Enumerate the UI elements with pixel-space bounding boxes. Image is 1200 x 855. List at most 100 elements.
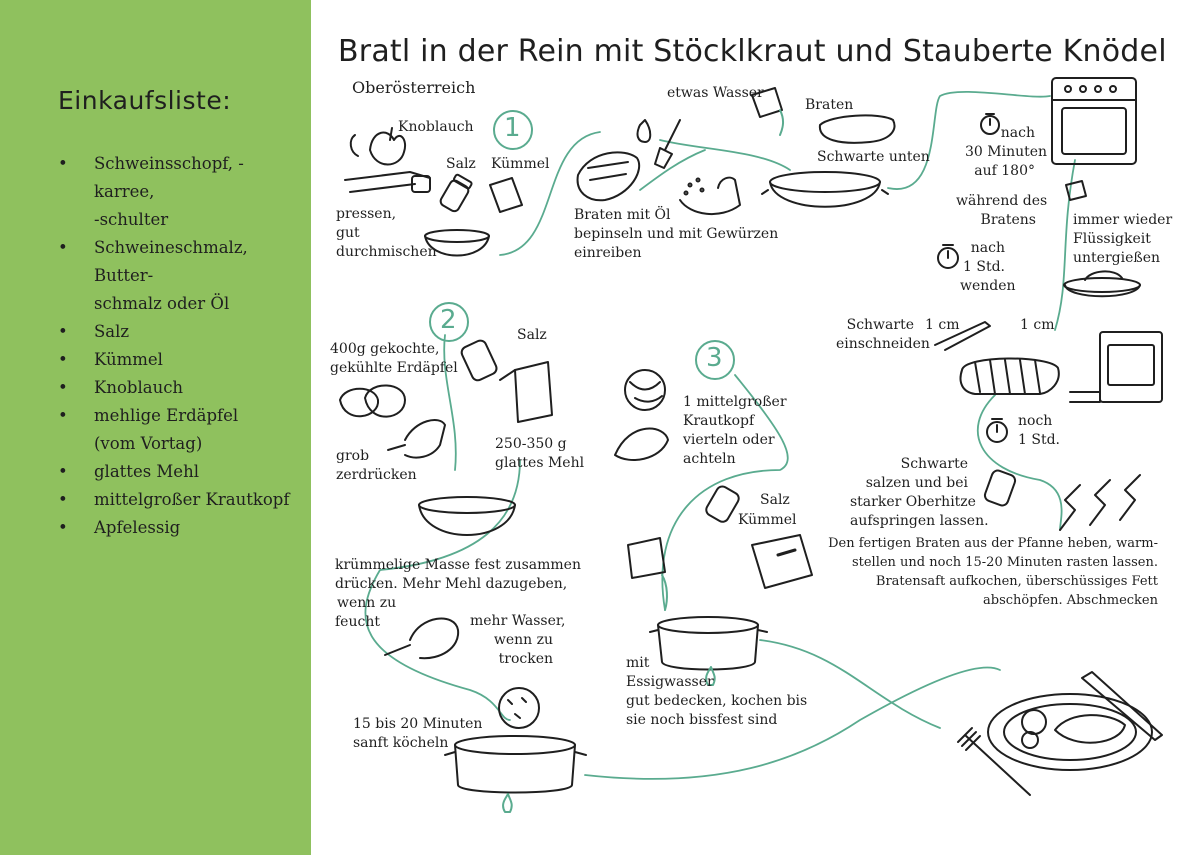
pork-roast-icon bbox=[576, 151, 641, 202]
bowl-icon bbox=[418, 496, 516, 536]
pork-roast-icon bbox=[818, 114, 896, 144]
list-item: mittelgroßer Krautkopf bbox=[58, 486, 298, 514]
oven-icon bbox=[1051, 77, 1137, 165]
water-jug-icon bbox=[751, 87, 784, 136]
salt-shaker-icon bbox=[460, 339, 498, 382]
table-knife-icon bbox=[1081, 671, 1163, 741]
step-3-number: 3 bbox=[706, 343, 723, 373]
label-1cm: 1 cm bbox=[1020, 317, 1055, 333]
label-knoblauch: Knoblauch bbox=[398, 119, 474, 135]
list-item: Apfelessig bbox=[58, 514, 298, 542]
shopping-list-title: Einkaufsliste: bbox=[58, 86, 232, 115]
caraway-packet-icon bbox=[751, 534, 813, 589]
pot-icon bbox=[444, 735, 587, 794]
stopwatch-icon bbox=[937, 244, 959, 269]
shopping-list: Schweinsschopf, -karree,-schulter Schwei… bbox=[58, 150, 298, 542]
bowl-icon bbox=[424, 229, 490, 257]
water-jug-icon bbox=[1065, 180, 1087, 201]
flow-line bbox=[759, 639, 941, 729]
knife-icon bbox=[934, 321, 991, 351]
label-nach-1-std: nach 1 Std. wenden bbox=[960, 240, 1016, 294]
list-item: Schweineschmalz, Butter-schmalz oder Öl bbox=[58, 234, 298, 318]
label-essig: mit Essigwasser gut bedecken, kochen bis… bbox=[626, 655, 808, 728]
potato-icon bbox=[339, 384, 406, 418]
flour-bag-icon bbox=[499, 361, 553, 423]
oven-icon bbox=[1069, 331, 1163, 403]
heat-waves-icon bbox=[1059, 474, 1141, 531]
flow-line bbox=[659, 139, 791, 171]
spice-hand-icon bbox=[679, 176, 741, 216]
list-item: mehlige Erdäpfel(vom Vortag) bbox=[58, 402, 298, 458]
shopping-list-panel: Einkaufsliste: Schweinsschopf, -karree,-… bbox=[0, 0, 311, 855]
label-nach-30: nach 30 Minuten auf 180° bbox=[965, 125, 1048, 179]
label-1cm: 1 cm bbox=[925, 317, 960, 333]
flow-line bbox=[584, 666, 1001, 780]
label-schwarte-salzen: Schwarte salzen und bei starker Oberhitz… bbox=[850, 456, 989, 529]
dumpling-icon bbox=[498, 687, 540, 729]
plate-icon bbox=[987, 693, 1153, 771]
list-item: Salz bbox=[58, 318, 298, 346]
salt-shaker-icon bbox=[439, 173, 473, 213]
roasting-pan-icon bbox=[1063, 270, 1141, 298]
flow-line bbox=[443, 334, 457, 471]
list-item: Knoblauch bbox=[58, 374, 298, 402]
label-braten: Braten bbox=[805, 97, 854, 113]
step-1-circle bbox=[493, 110, 533, 150]
label-noch-1-std: noch 1 Std. bbox=[1018, 413, 1060, 448]
label-final: Den fertigen Braten aus der Pfanne heben… bbox=[828, 536, 1158, 608]
label-wasser: mehr Wasser, wenn zu trocken bbox=[470, 613, 566, 667]
label-mehl: 250-350 g glattes Mehl bbox=[495, 436, 585, 471]
flow-lines bbox=[364, 90, 1076, 780]
label-schwarte-unten: Schwarte unten bbox=[817, 149, 930, 165]
step-3-circle bbox=[695, 340, 735, 380]
brush-icon bbox=[654, 119, 681, 169]
label-masse: krümmelige Masse fest zusammen drücken. … bbox=[335, 557, 581, 630]
label-koecheln: 15 bis 20 Minuten sanft köcheln bbox=[353, 716, 483, 751]
flow-line bbox=[887, 90, 1051, 190]
flow-line bbox=[639, 149, 706, 191]
garlic-icon bbox=[349, 127, 406, 166]
label-salz: Salz bbox=[760, 492, 790, 508]
fork-icon bbox=[957, 727, 1031, 796]
flow-line bbox=[499, 131, 601, 256]
label-schwarte-einschneiden: Schwarte einschneiden bbox=[836, 317, 930, 352]
label-etwas-wasser: etwas Wasser bbox=[667, 85, 764, 101]
list-item: Schweinsschopf, -karree,-schulter bbox=[58, 150, 298, 234]
garlic-press-icon bbox=[344, 171, 431, 193]
caraway-packet-icon bbox=[489, 177, 523, 213]
vinegar-jug-icon bbox=[627, 537, 668, 611]
oil-bottle-icon bbox=[636, 119, 652, 143]
pork-roast-icon bbox=[959, 357, 1060, 395]
hands-kneading-icon bbox=[384, 617, 460, 660]
roasting-pan-icon bbox=[761, 171, 889, 208]
list-item: Kümmel bbox=[58, 346, 298, 374]
label-krautkopf: 1 mittelgroßer Krautkopf vierteln oder a… bbox=[683, 394, 787, 467]
flow-line bbox=[976, 394, 1063, 531]
step-2-circle bbox=[429, 302, 469, 342]
salt-shaker-icon bbox=[705, 485, 740, 523]
label-pressen: pressen, gut durchmischen bbox=[336, 206, 437, 260]
page-title: Bratl in der Rein mit Stöcklkraut und St… bbox=[338, 34, 1167, 69]
cabbage-icon bbox=[614, 369, 669, 461]
flame-icon bbox=[705, 666, 716, 686]
label-grob: grob zerdrücken bbox=[336, 448, 417, 483]
flow-line bbox=[364, 459, 521, 721]
step-1-number: 1 bbox=[504, 113, 521, 143]
flow-line bbox=[661, 374, 789, 611]
label-kuemmel: Kümmel bbox=[491, 156, 550, 172]
flow-line bbox=[1054, 159, 1076, 331]
label-salz: Salz bbox=[446, 156, 476, 172]
flame-icon bbox=[502, 793, 513, 813]
region-label: Oberösterreich bbox=[352, 78, 476, 97]
stopwatch-icon bbox=[986, 418, 1008, 443]
stopwatch-icon bbox=[980, 113, 1000, 135]
label-salz: Salz bbox=[517, 327, 547, 343]
label-waehrend: während des Bratens bbox=[956, 193, 1048, 228]
label-fluessigkeit: immer wieder Flüssigkeit untergießen bbox=[1073, 212, 1173, 266]
label-erdaepfel: 400g gekochte, gekühlte Erdäpfel bbox=[330, 341, 458, 376]
list-item: glattes Mehl bbox=[58, 458, 298, 486]
label-braten-oel: Braten mit Öl bepinseln und mit Gewürzen… bbox=[574, 207, 779, 261]
salt-shaker-icon bbox=[983, 469, 1017, 507]
hands-kneading-icon bbox=[387, 419, 446, 459]
